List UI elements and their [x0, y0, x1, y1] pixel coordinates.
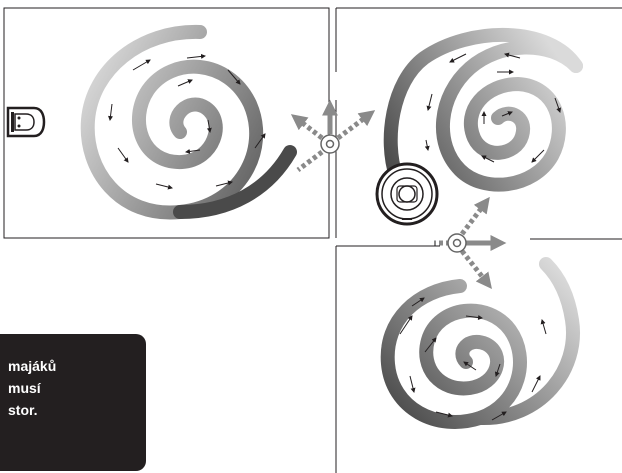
spiral-path-room-3 [388, 286, 520, 422]
beacon-top-icon [321, 135, 339, 153]
beacon-beams-bottom [434, 202, 500, 284]
beacon-side-icon [8, 108, 44, 136]
spiral-path-room-2 [443, 47, 576, 184]
callout-line-3: stor. [8, 399, 56, 421]
spiral-path-room-1 [88, 32, 256, 213]
callout-text: majáků musí stor. [8, 355, 56, 421]
robot-vacuum-icon [377, 164, 437, 224]
beacon-bottom-icon [448, 234, 466, 252]
callout-line-2: musí [8, 377, 56, 399]
callout-line-1: majáků [8, 355, 56, 377]
